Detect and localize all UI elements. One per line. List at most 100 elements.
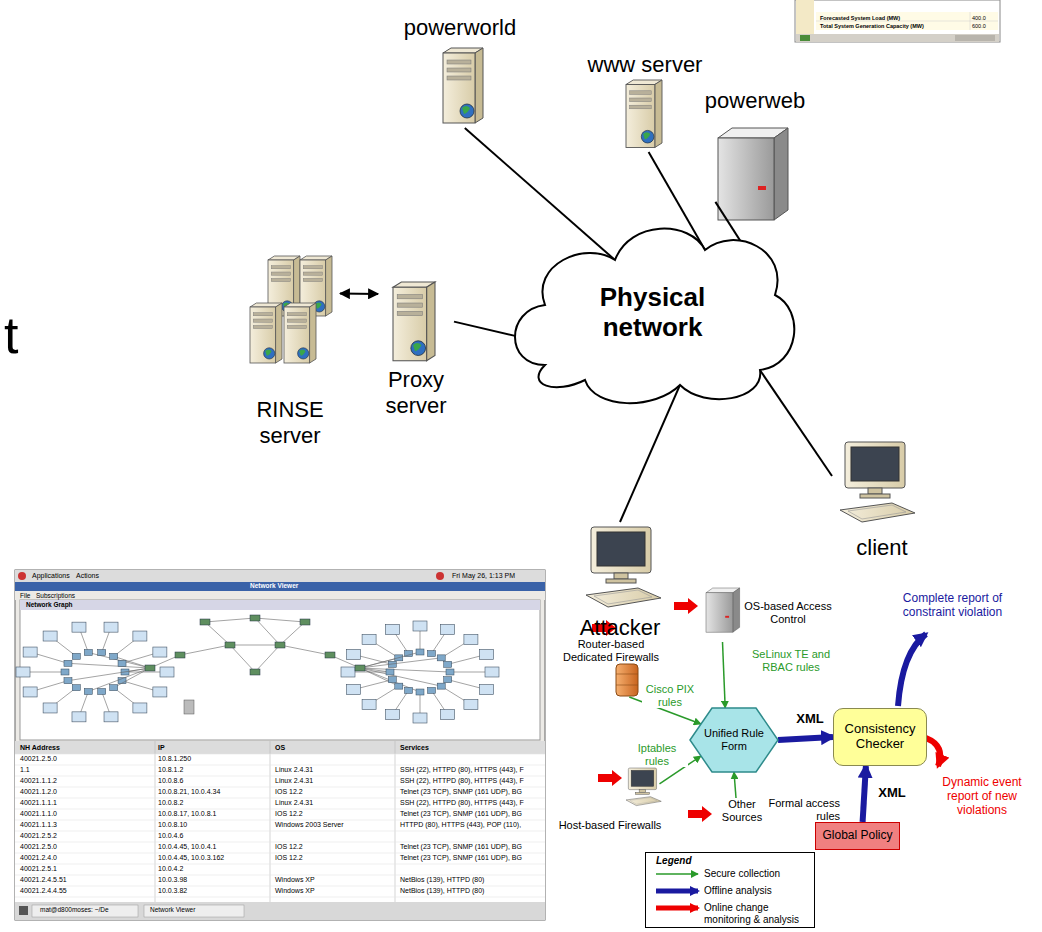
screenshot-window	[64, 678, 72, 684]
text-label: Subscriptions	[36, 592, 75, 599]
icon-label-node: Proxy server	[378, 272, 454, 418]
screenshot-window	[15, 570, 545, 920]
pc-icon	[840, 442, 915, 522]
text-label: SSH (22), HTTPD (80), HTTPS (443), F	[400, 777, 524, 785]
text-label: Windows XP	[275, 876, 315, 884]
firewall-icon	[616, 674, 638, 675]
screenshot-window	[104, 712, 118, 722]
screenshot-window	[23, 687, 37, 697]
text-label: OS	[275, 744, 285, 752]
screenshot-window	[416, 649, 424, 655]
connector	[778, 737, 833, 740]
screenshot-window	[72, 622, 86, 632]
pc-icon	[586, 527, 661, 607]
connector	[620, 385, 680, 522]
text-label: IOS 12.2	[275, 810, 303, 818]
output-arrow	[898, 634, 926, 706]
text-label: 10.0.4.2	[158, 865, 183, 873]
screenshot-fragment	[970, 12, 971, 30]
edge-label: XML	[874, 786, 910, 801]
output-arrow	[926, 738, 940, 766]
text-label: 10.0.8.6	[158, 777, 183, 785]
server-icon	[393, 282, 435, 361]
connector	[340, 293, 378, 295]
text-label: 600.0	[972, 23, 986, 29]
text-label: NH Address	[20, 744, 60, 752]
screenshot-window	[413, 713, 427, 723]
text-label: 40021.2.5.0	[20, 755, 57, 763]
edge-label: SeLinux TE and RBAC rules	[745, 648, 837, 673]
screenshot-window	[360, 658, 441, 668]
text-label: NetBios (139), HTTPD (80)	[400, 876, 484, 884]
text-label: File	[20, 592, 30, 599]
screenshot-window	[464, 634, 478, 644]
text-label: Total System Generation Capacity (MW)	[820, 23, 924, 29]
hexagon-outline	[690, 708, 778, 772]
screenshot-window	[19, 906, 28, 915]
screenshot-window	[104, 622, 118, 632]
text-label: Forecasted System Load (MW)	[820, 15, 900, 21]
screenshot-window	[388, 677, 396, 683]
text-label: 10.0.8.2	[158, 799, 183, 807]
text-label: 40021.2.5.2	[20, 832, 57, 840]
text-label: IOS 12.2	[275, 843, 303, 851]
screenshot-window	[153, 687, 167, 697]
screenshot-window	[15, 741, 545, 754]
input-arrow	[674, 598, 698, 614]
screenshot-window	[18, 572, 26, 580]
text-label: 10.0.3.98	[158, 876, 187, 884]
screenshot-window	[15, 798, 545, 799]
screenshot-window	[205, 618, 255, 622]
text-label: 40021.2.5.0	[20, 843, 57, 851]
server-cluster	[250, 256, 332, 363]
screenshot-window	[360, 668, 450, 672]
network-cloud: Physical network	[505, 215, 800, 410]
text-label: 40021.1.1.3	[20, 821, 57, 829]
text-label: Formal access rules	[758, 797, 840, 822]
screenshot-window	[72, 712, 86, 722]
screenshot-window	[133, 631, 147, 641]
screenshot-window	[98, 650, 106, 656]
text-label: Windows XP	[275, 887, 315, 895]
text-label: 40021.1.1.2	[20, 777, 57, 785]
text-label: SSH (22), HTTPD (80), HTTPS (443), F	[400, 799, 524, 807]
node-text: Global Policy	[822, 829, 892, 843]
server-icon	[393, 282, 435, 361]
text-label: 400.0	[972, 15, 986, 21]
screenshot-window	[416, 689, 424, 695]
screenshot-window	[395, 683, 403, 689]
icon-label-node: Other Sources	[712, 798, 772, 830]
screenshot-window	[230, 645, 255, 672]
connector-layer	[340, 128, 866, 822]
node-text: powerworld	[404, 15, 517, 40]
edge-label: Cisco PIX rules	[642, 683, 698, 708]
connector-layer	[656, 874, 698, 908]
screenshot-window	[16, 615, 499, 723]
pc-icon	[626, 768, 661, 806]
screenshot-window	[43, 703, 57, 713]
text-label: Fri May 26, 1:13 PM	[452, 572, 515, 580]
screenshot-window	[15, 591, 545, 600]
text-label: mat@d800moses: ~/De	[40, 906, 109, 913]
screenshot-window	[436, 572, 444, 580]
icon-label-node: powerworld	[400, 15, 520, 128]
screenshot-window	[145, 665, 155, 671]
screenshot-window	[362, 634, 376, 644]
screenshot-window	[133, 703, 147, 713]
screenshot-fragment	[816, 12, 998, 21]
screenshot-window	[444, 661, 452, 667]
server-icon	[443, 48, 483, 123]
screenshot-window	[15, 754, 545, 755]
screenshot-fragment	[796, 34, 999, 42]
text-label: 40021.1.1.0	[20, 810, 57, 818]
screenshot-window	[444, 677, 452, 683]
screenshot-window	[427, 687, 435, 693]
server-icon	[718, 128, 788, 220]
screenshot-window	[230, 645, 280, 646]
screenshot-window	[480, 649, 494, 659]
screenshot-window	[280, 645, 330, 655]
text-label: Telnet (23 TCP), SNMP (161 UDP), BG	[400, 854, 522, 862]
text-label: 1.1	[20, 766, 30, 774]
screenshot-window	[15, 853, 545, 854]
text-label: Telnet (23 TCP), SNMP (161 UDP), BG	[400, 843, 522, 851]
